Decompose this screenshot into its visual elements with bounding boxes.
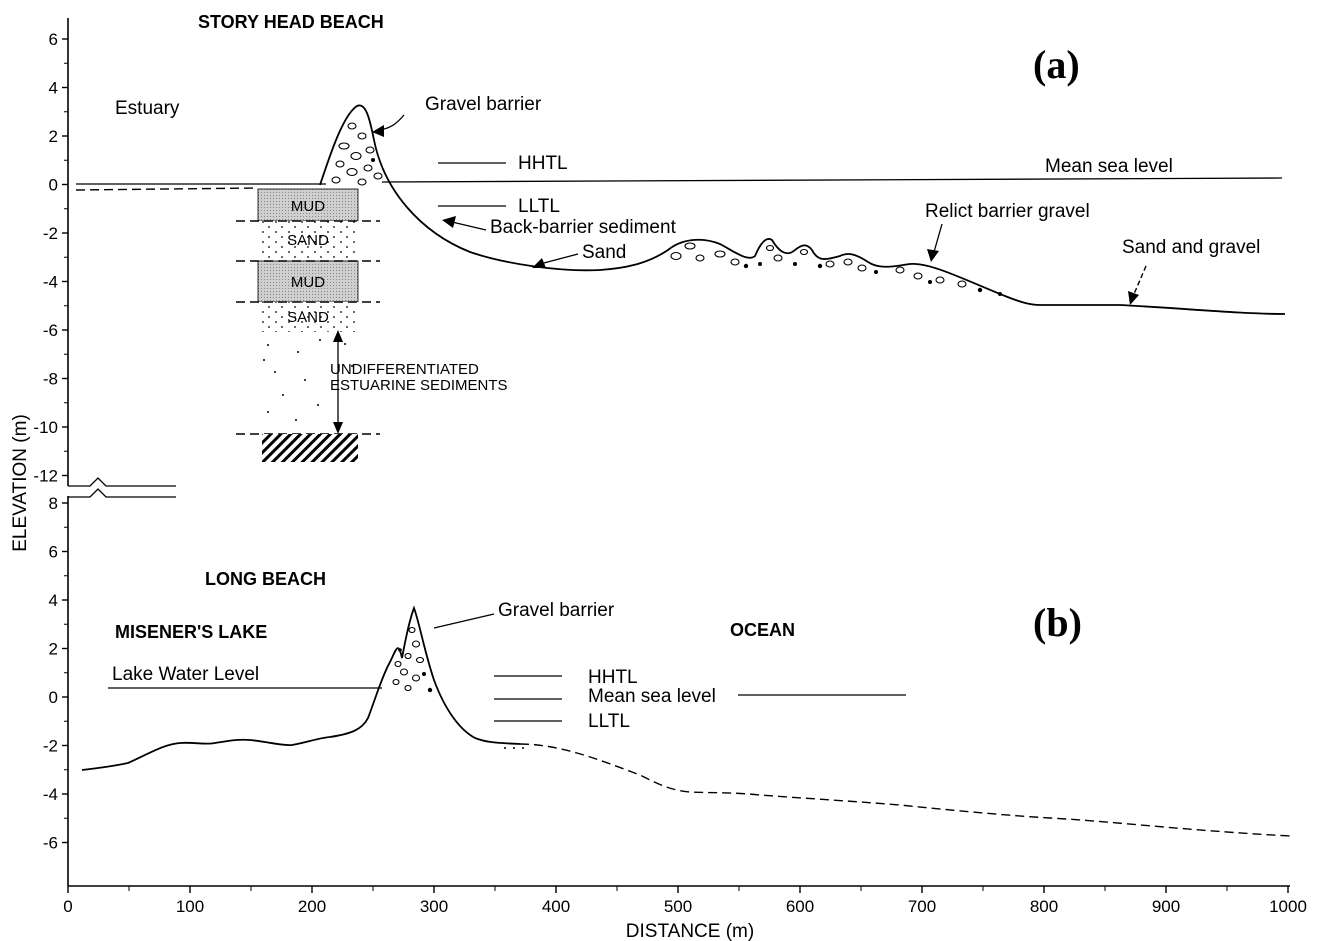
y-a-tick-label: 4	[49, 79, 58, 98]
y-a-tick-label: 2	[49, 127, 58, 146]
y-a-tick-label: -8	[43, 370, 58, 389]
y-b-tick-label: 0	[49, 688, 58, 707]
back-barrier-label: Back-barrier sediment	[490, 217, 677, 238]
lltl-label-b: LLTL	[588, 711, 630, 732]
core-layer-mud-2	[257, 260, 359, 303]
core-layer-sand-2	[258, 302, 358, 332]
y-b-tick-label: 6	[49, 543, 58, 562]
estuary-bed-dashed	[75, 187, 259, 191]
x-ticks: 0 100 200 300 400 500 600 700 800 900 1000	[63, 886, 1307, 916]
core-label-sand-2: SAND	[287, 309, 329, 326]
sand-label-a: Sand	[582, 242, 626, 263]
x-tick-label: 500	[664, 897, 692, 916]
x-tick-label: 0	[63, 897, 72, 916]
core-layer-sand-1	[258, 221, 358, 261]
hhtl-label-a: HHTL	[518, 153, 568, 174]
x-tick-label: 200	[298, 897, 326, 916]
y-ticks-panel-b: 8 6 4 2 0 -2 -4 -6	[43, 494, 68, 853]
panel-b-label: (b)	[1033, 600, 1082, 645]
relict-gravel-label: Relict barrier gravel	[925, 201, 1090, 222]
undifferentiated-label-1: UNDIFFERENTIATED	[330, 361, 479, 378]
mean-sea-level-label-a: Mean sea level	[1045, 156, 1173, 177]
mean-sea-level-line-a	[381, 177, 1283, 183]
panel-b-title: LONG BEACH	[205, 569, 326, 589]
undifferentiated-dots	[263, 339, 353, 421]
panel-a: STORY HEAD BEACH (a) Estuary MUD SAND	[75, 12, 1286, 462]
core-bedrock-hatch	[262, 434, 358, 462]
x-tick-label: 300	[420, 897, 448, 916]
sediment-core: MUD SAND MUD SAND UNDIFFERENTIATED ESTUA…	[236, 188, 508, 462]
ocean-label: OCEAN	[730, 620, 795, 640]
barrier-gravel-grains	[331, 122, 383, 186]
x-tick-label: 100	[176, 897, 204, 916]
x-tick-label: 700	[908, 897, 936, 916]
story-head-profile	[319, 104, 1286, 315]
y-a-tick-label: 6	[49, 30, 58, 49]
hhtl-label-b: HHTL	[588, 667, 638, 688]
core-label-mud-2: MUD	[291, 274, 325, 291]
panel-a-label: (a)	[1033, 42, 1080, 87]
y-b-tick-label: -6	[43, 834, 58, 853]
panel-b: LONG BEACH (b) MISENER'S LAKE OCEAN Lake…	[81, 569, 1291, 837]
lltl-label-a: LLTL	[518, 196, 560, 217]
x-tick-label: 400	[542, 897, 570, 916]
y-a-tick-label: -4	[43, 273, 58, 292]
y-axis-label: ELEVATION (m)	[10, 414, 31, 552]
y-a-tick-label: -2	[43, 224, 58, 243]
x-tick-label: 900	[1152, 897, 1180, 916]
panel-a-title: STORY HEAD BEACH	[198, 12, 384, 32]
long-beach-offshore	[519, 743, 1291, 837]
y-b-tick-label: 2	[49, 640, 58, 659]
x-tick-label: 800	[1030, 897, 1058, 916]
gravel-barrier-label-a: Gravel barrier	[425, 94, 542, 115]
x-tick-label: 600	[786, 897, 814, 916]
undifferentiated-label-2: ESTUARINE SEDIMENTS	[330, 377, 508, 394]
barrier-gravel-grains-b	[392, 626, 433, 693]
y-b-tick-label: 4	[49, 591, 58, 610]
y-b-tick-label: 8	[49, 494, 58, 513]
mean-sea-level-label-b: Mean sea level	[588, 686, 716, 707]
y-a-tick-label: -12	[33, 467, 58, 486]
relict-gravel-grains	[670, 242, 1002, 296]
y-a-tick-label: -6	[43, 321, 58, 340]
axis-break-upper	[68, 477, 176, 487]
lake-water-level-label: Lake Water Level	[112, 664, 259, 685]
y-b-tick-label: -4	[43, 785, 58, 804]
core-label-mud-1: MUD	[291, 198, 325, 215]
core-layer-mud-1	[257, 188, 359, 222]
long-beach-profile	[81, 605, 521, 771]
x-tick-label: 1000	[1269, 897, 1307, 916]
axes: 6 4 2 0 -2 -4 -6 -8 -10 -12 8 6 4 2 0 -2 -4 -6 0 100 200 30…	[10, 18, 1307, 941]
axis-break-lower	[68, 488, 176, 498]
y-a-tick-label: -10	[33, 418, 58, 437]
y-a-tick-label: 0	[49, 176, 58, 195]
core-label-sand-1: SAND	[287, 232, 329, 249]
y-b-tick-label: -2	[43, 737, 58, 756]
lake-label: MISENER'S LAKE	[115, 622, 267, 642]
x-axis-label: DISTANCE (m)	[626, 921, 754, 941]
sand-gravel-label: Sand and gravel	[1122, 237, 1260, 258]
gravel-barrier-label-b: Gravel barrier	[498, 600, 615, 621]
y-ticks-panel-a: 6 4 2 0 -2 -4 -6 -8 -10 -12	[33, 30, 68, 486]
estuary-label: Estuary	[115, 98, 180, 119]
